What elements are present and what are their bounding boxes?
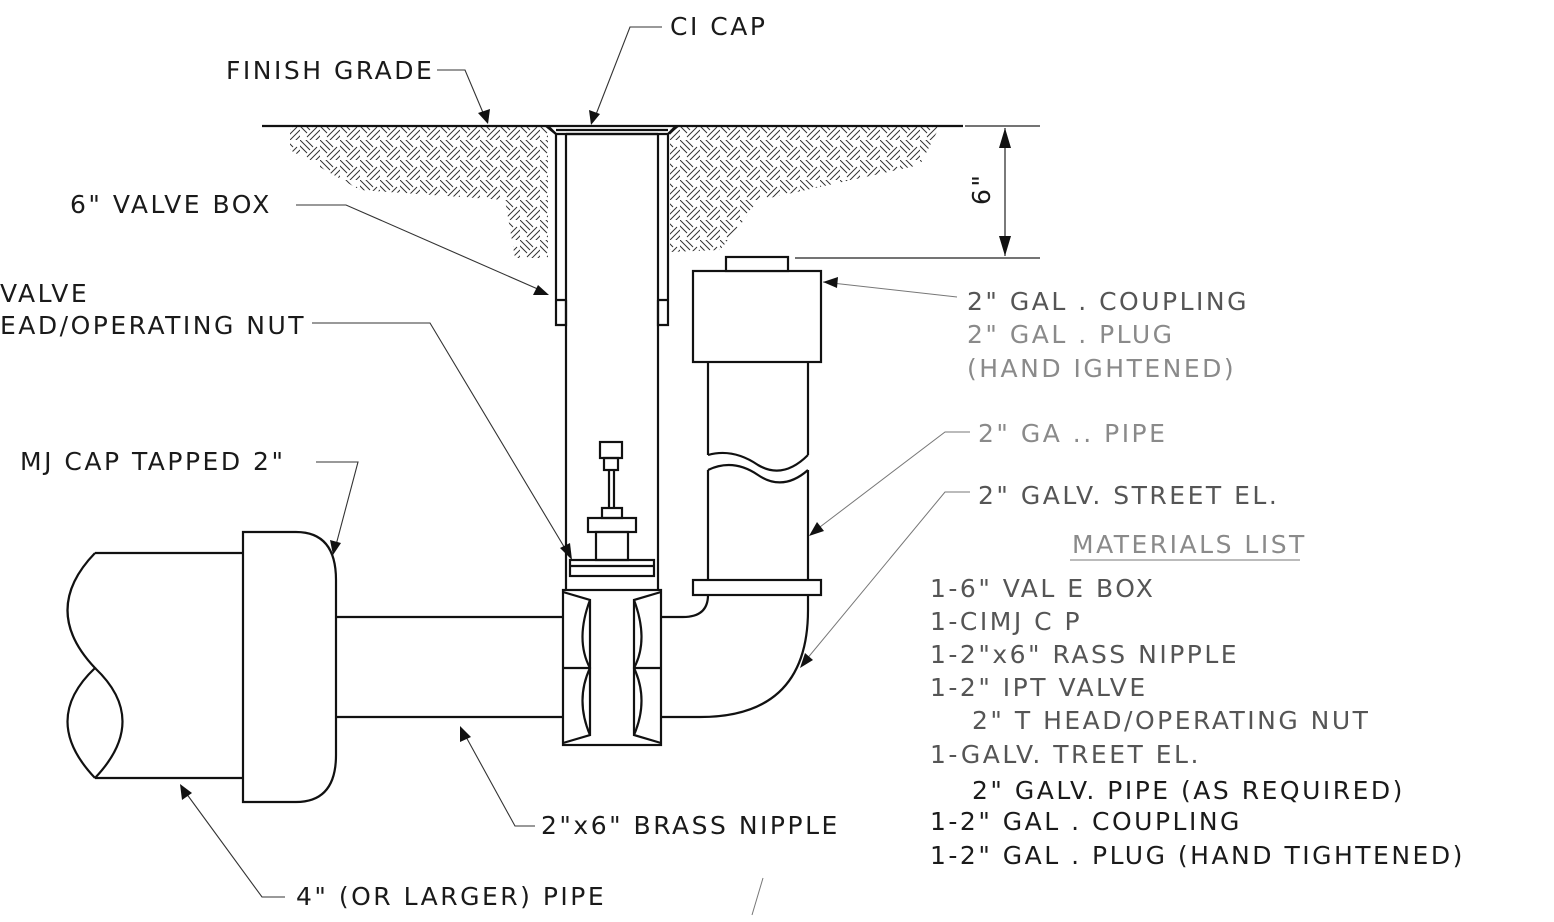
valve-head-label-line1: VALVE (0, 279, 89, 308)
coupling-label-line3: (HAND IGHTENED) (967, 354, 1236, 383)
materials-item: 1-2" IPT VALVE (930, 673, 1148, 702)
materials-item: 2" GALV. PIPE (AS REQUIRED) (972, 776, 1405, 805)
materials-item: 2" T HEAD/OPERATING NUT (972, 706, 1370, 735)
ipt-valve (561, 588, 663, 747)
valve-box (545, 125, 679, 590)
operating-nut (568, 440, 656, 578)
valve-box-label: 6" VALVE BOX (70, 190, 272, 219)
materials-item: 1-2" GAL . COUPLING (930, 807, 1242, 836)
coupling-plug (691, 255, 823, 364)
materials-list: MATERIALS LIST 1-6" VAL E BOX 1-CIMJ C P… (930, 530, 1465, 870)
mj-cap (241, 530, 338, 804)
galv-pipe (691, 362, 823, 597)
leaders (180, 26, 970, 916)
coupling-label-line2: 2" GAL . PLUG (967, 320, 1175, 349)
galv-pipe-label: 2" GA .. PIPE (978, 419, 1167, 448)
mj-cap-label: MJ CAP TAPPED 2" (20, 447, 285, 476)
main-pipe (66, 551, 243, 780)
street-elbow (661, 585, 810, 719)
valve-head-label-line2: EAD/OPERATING NUT (0, 311, 306, 340)
brass-nipple-label: 2"x6" BRASS NIPPLE (541, 811, 840, 840)
coupling-label-line1: 2" GAL . COUPLING (967, 287, 1249, 316)
soil-hatch (290, 126, 940, 258)
materials-list-title: MATERIALS LIST (1072, 530, 1307, 559)
main-pipe-label: 4" (OR LARGER) PIPE (296, 882, 606, 911)
materials-item: 1-CIMJ C P (930, 607, 1082, 636)
ci-cap-label: CI CAP (670, 12, 767, 41)
depth-dimension (795, 125, 1040, 259)
materials-item: 1-6" VAL E BOX (930, 574, 1155, 603)
materials-item: 1-2"x6" RASS NIPPLE (930, 640, 1239, 669)
depth-label: 6" (967, 173, 996, 205)
ci-cap (547, 125, 677, 136)
street-el-label: 2" GALV. STREET EL. (978, 481, 1279, 510)
materials-item: 1-2" GAL . PLUG (HAND TIGHTENED) (930, 841, 1465, 870)
materials-item: 1-GALV. TREET EL. (930, 740, 1201, 769)
finish-grade-label: FINISH GRADE (226, 56, 434, 85)
brass-nipple (336, 615, 563, 719)
